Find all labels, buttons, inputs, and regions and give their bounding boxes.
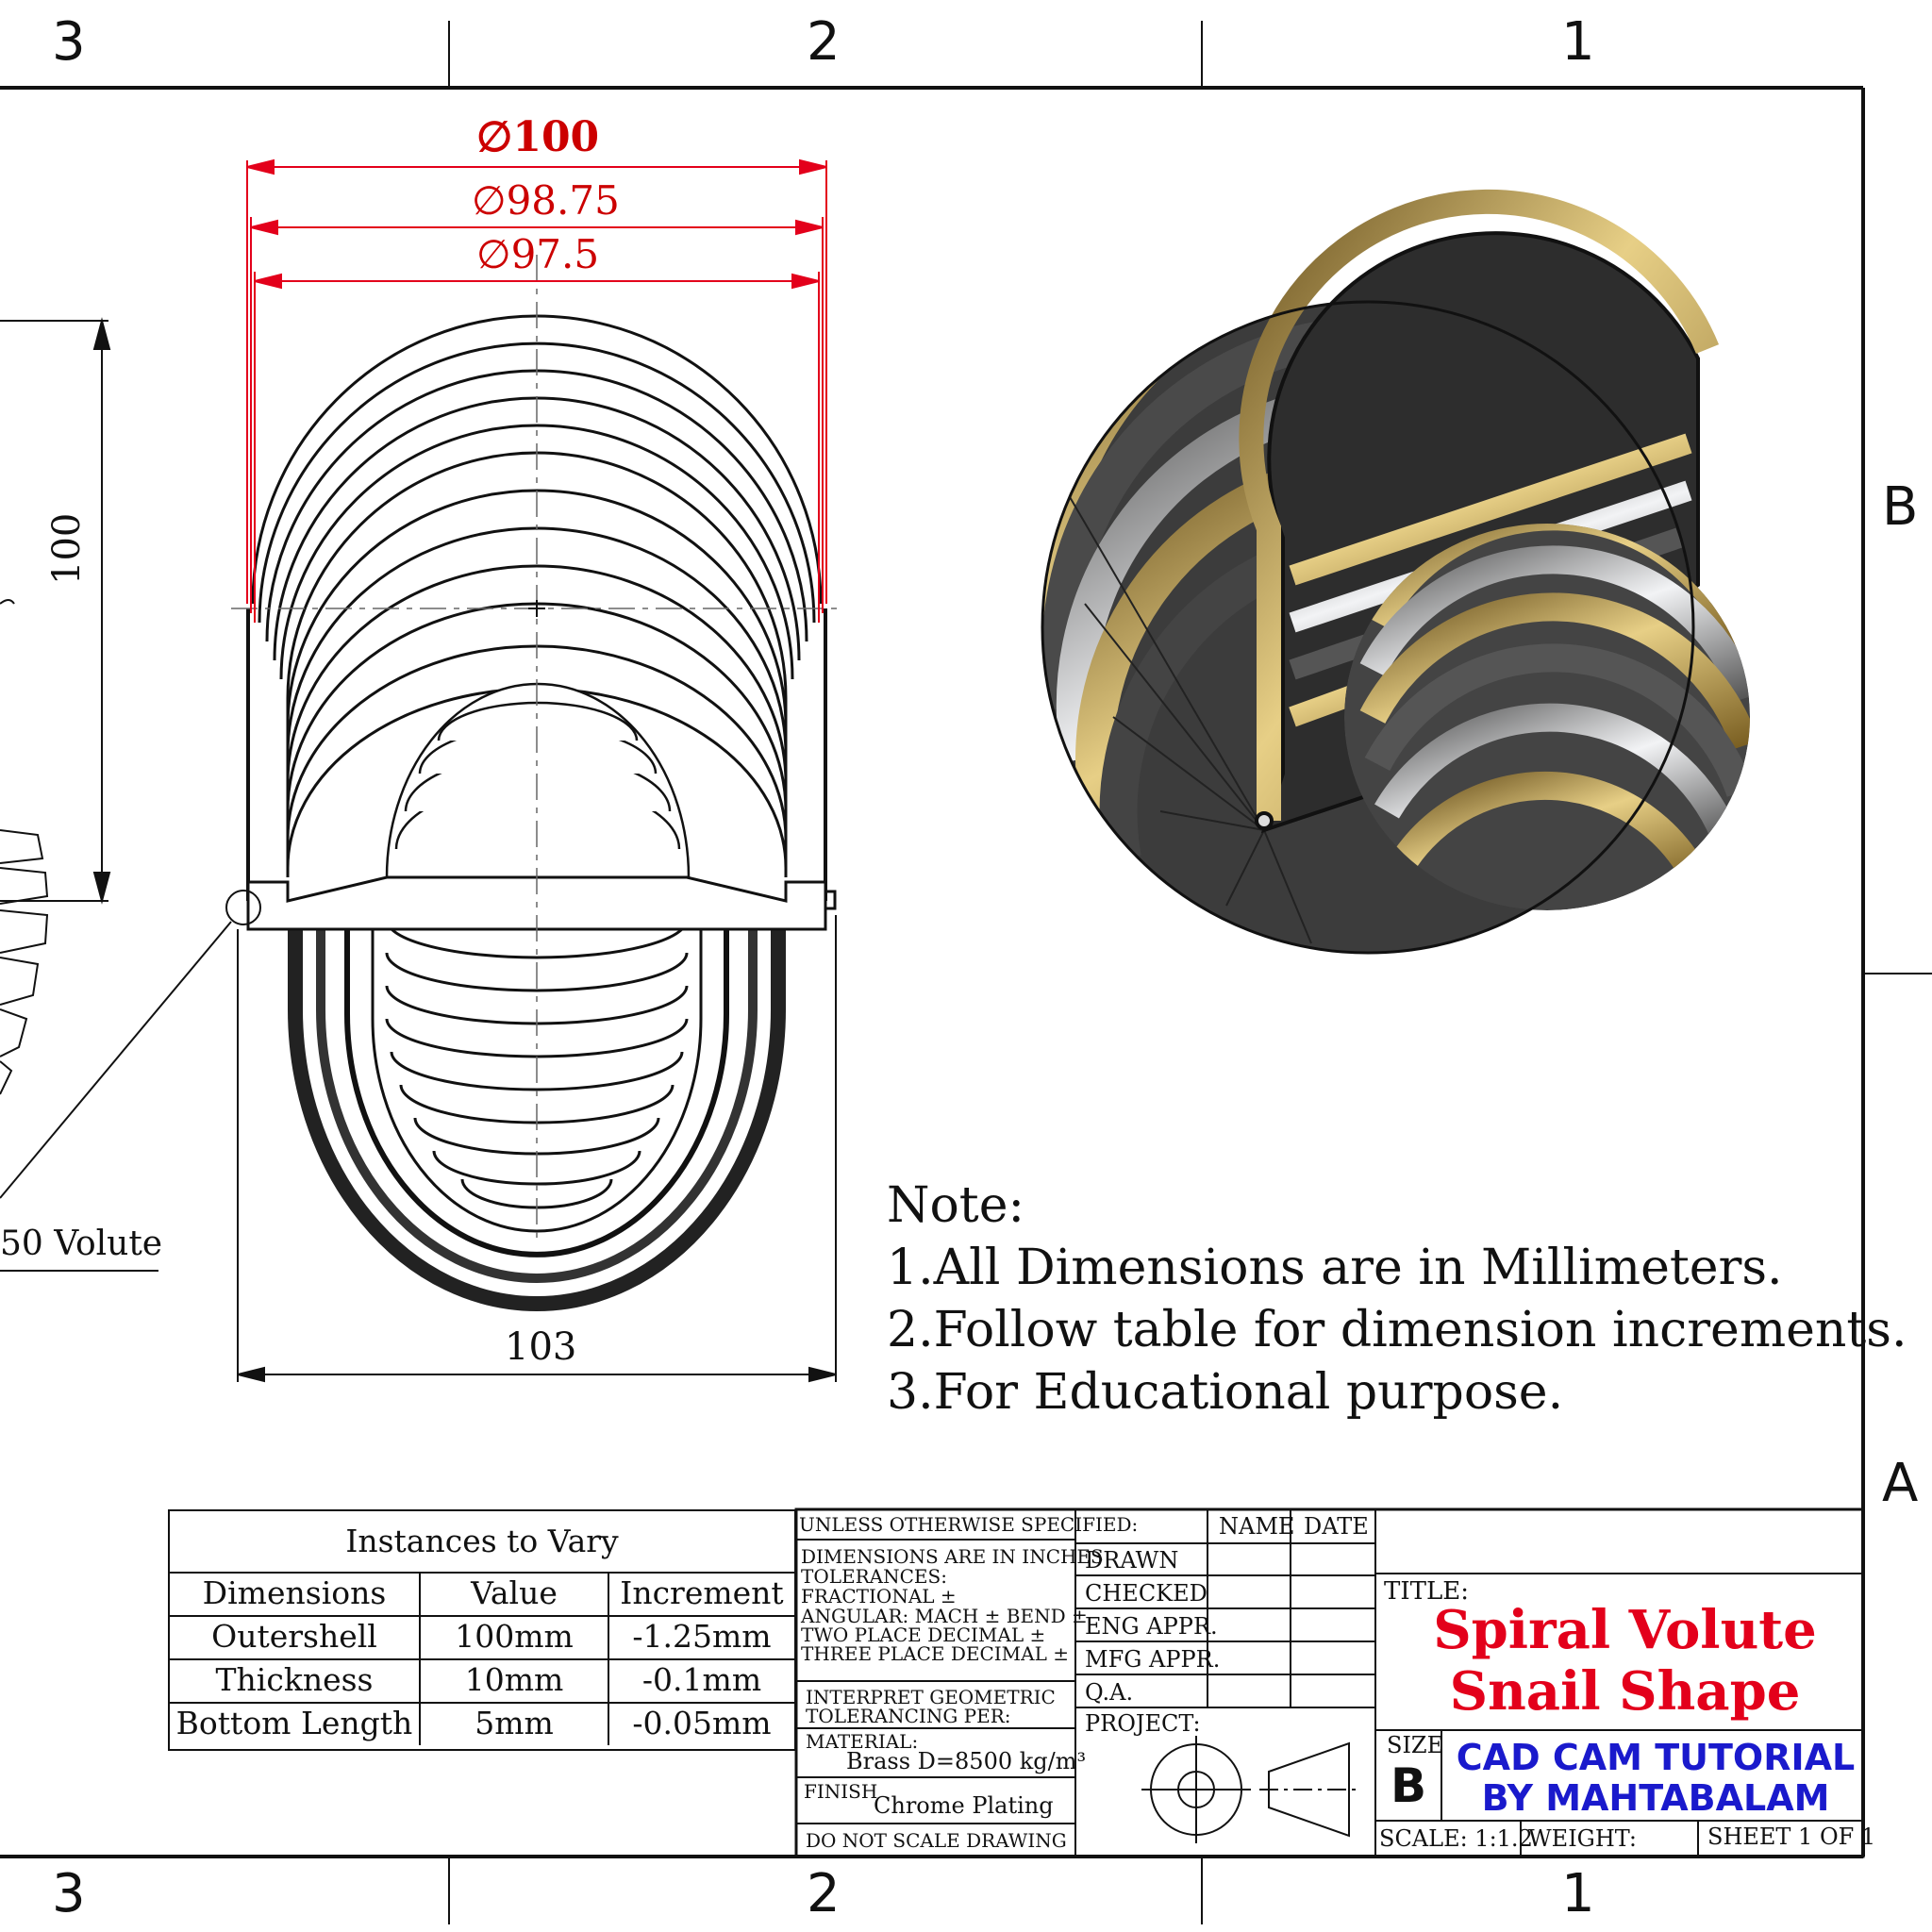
table-cell: -0.05mm: [632, 1705, 772, 1741]
tb-material-label: MATERIAL:: [806, 1730, 919, 1753]
drawing-title-line-2: Snail Shape: [1449, 1660, 1801, 1723]
isometric-shell-render: [1041, 189, 1750, 955]
volute-callout: 50 Volute: [0, 1224, 163, 1263]
lower-u-rings: [288, 901, 786, 1311]
table-cell: Outershell: [170, 1615, 421, 1658]
tb-size-label: SIZE: [1387, 1732, 1444, 1758]
tb-qa: Q.A.: [1085, 1679, 1134, 1706]
table-cell: Bottom Length: [170, 1702, 421, 1745]
instances-table-title: Instances to Vary: [170, 1511, 794, 1574]
table-cell: 10mm: [421, 1658, 609, 1702]
dim-diameter-inner: ∅97.5: [476, 231, 600, 277]
tb-material-value: Brass D=8500 kg/m³: [846, 1748, 1087, 1774]
tb-checked: CHECKED: [1085, 1580, 1208, 1607]
tb-scale: SCALE: 1:1.2: [1379, 1825, 1533, 1852]
tb-dims-in: DIMENSIONS ARE IN INCHES: [801, 1545, 1104, 1568]
zone-bottom-1: 1: [1561, 1863, 1595, 1924]
tb-name: NAME: [1219, 1513, 1295, 1540]
zone-top-2: 2: [807, 11, 841, 73]
brand-line-2: BY MAHTABALAM: [1481, 1777, 1830, 1819]
diameter-dimensions: [246, 158, 827, 623]
tb-do-not-scale: DO NOT SCALE DRAWING: [806, 1829, 1067, 1852]
table-row: Bottom Length 5mm -0.05mm: [170, 1702, 794, 1745]
tb-tolerancing: TOLERANCING PER:: [806, 1705, 1011, 1727]
tb-fractional: FRACTIONAL ±: [801, 1585, 957, 1607]
projection-symbol: [1141, 1736, 1358, 1843]
tb-finish-value: Chrome Plating: [874, 1792, 1054, 1819]
note-heading: Note:: [887, 1177, 1024, 1234]
tb-interpret: INTERPRET GEOMETRIC: [806, 1686, 1056, 1708]
tb-size-value: B: [1391, 1758, 1427, 1813]
tb-eng-appr: ENG APPR.: [1085, 1613, 1218, 1640]
tb-weight: WEIGHT:: [1528, 1825, 1638, 1852]
zone-top-3: 3: [52, 11, 86, 73]
front-view: [231, 255, 844, 1311]
tb-project: PROJECT:: [1085, 1710, 1201, 1737]
tb-mfg-appr: MFG APPR.: [1085, 1646, 1221, 1673]
instances-table: Instances to Vary Dimensions Value Incre…: [168, 1509, 796, 1751]
table-cell: 5mm: [421, 1702, 609, 1745]
table-cell: Thickness: [170, 1658, 421, 1702]
tb-finish-label: FINISH: [804, 1780, 878, 1803]
note-line-3: 3.For Educational purpose.: [887, 1364, 1564, 1421]
header-value: Value: [421, 1572, 609, 1615]
tb-sheet: SHEET 1 OF 1: [1707, 1824, 1876, 1850]
flange: [246, 875, 837, 931]
note-line-1: 1.All Dimensions are in Millimeters.: [887, 1240, 1783, 1296]
table-cell: -0.1mm: [641, 1661, 762, 1698]
table-row: Outershell 100mm -1.25mm: [170, 1615, 794, 1660]
title-block-lines: [794, 1507, 1865, 1858]
tb-two-place: TWO PLACE DECIMAL ±: [801, 1624, 1046, 1646]
notes-block: Note: 1.All Dimensions are in Millimeter…: [887, 1174, 1907, 1424]
tb-angular: ANGULAR: MACH ± BEND ±: [801, 1605, 1088, 1627]
dim-diameter-mid: ∅98.75: [472, 177, 620, 224]
side-view-partial: [0, 317, 111, 1095]
tb-three-place: THREE PLACE DECIMAL ±: [801, 1642, 1069, 1665]
black-dimensions: [0, 890, 837, 1383]
brand-line-1: CAD CAM TUTORIAL: [1456, 1737, 1856, 1778]
table-cell: -1.25mm: [632, 1618, 772, 1655]
tb-title-label: TITLE:: [1384, 1577, 1469, 1606]
tb-drawn: DRAWN: [1085, 1547, 1179, 1574]
dim-diameter-outer: ∅100: [476, 113, 600, 161]
zone-bottom-3: 3: [52, 1863, 86, 1924]
zone-top-1: 1: [1561, 11, 1595, 73]
tb-date: DATE: [1304, 1513, 1369, 1540]
inner-dome: [385, 682, 691, 879]
header-dimensions: Dimensions: [170, 1572, 421, 1615]
zone-right-b: B: [1882, 476, 1919, 538]
table-header-row: Dimensions Value Increment: [170, 1572, 794, 1617]
dim-width: 103: [505, 1325, 577, 1369]
table-row: Thickness 10mm -0.1mm: [170, 1658, 794, 1704]
table-cell: 100mm: [421, 1615, 609, 1658]
note-line-2: 2.Follow table for dimension increments.: [887, 1302, 1907, 1358]
tb-unless: UNLESS OTHERWISE SPECIFIED:: [799, 1513, 1139, 1536]
tb-tolerances: TOLERANCES:: [801, 1565, 947, 1588]
drawing-title-line-1: Spiral Volute: [1433, 1599, 1817, 1661]
zone-bottom-2: 2: [807, 1863, 841, 1924]
zone-right-a: A: [1882, 1453, 1919, 1514]
dim-height: 100: [45, 512, 89, 585]
header-increment: Increment: [620, 1574, 784, 1611]
